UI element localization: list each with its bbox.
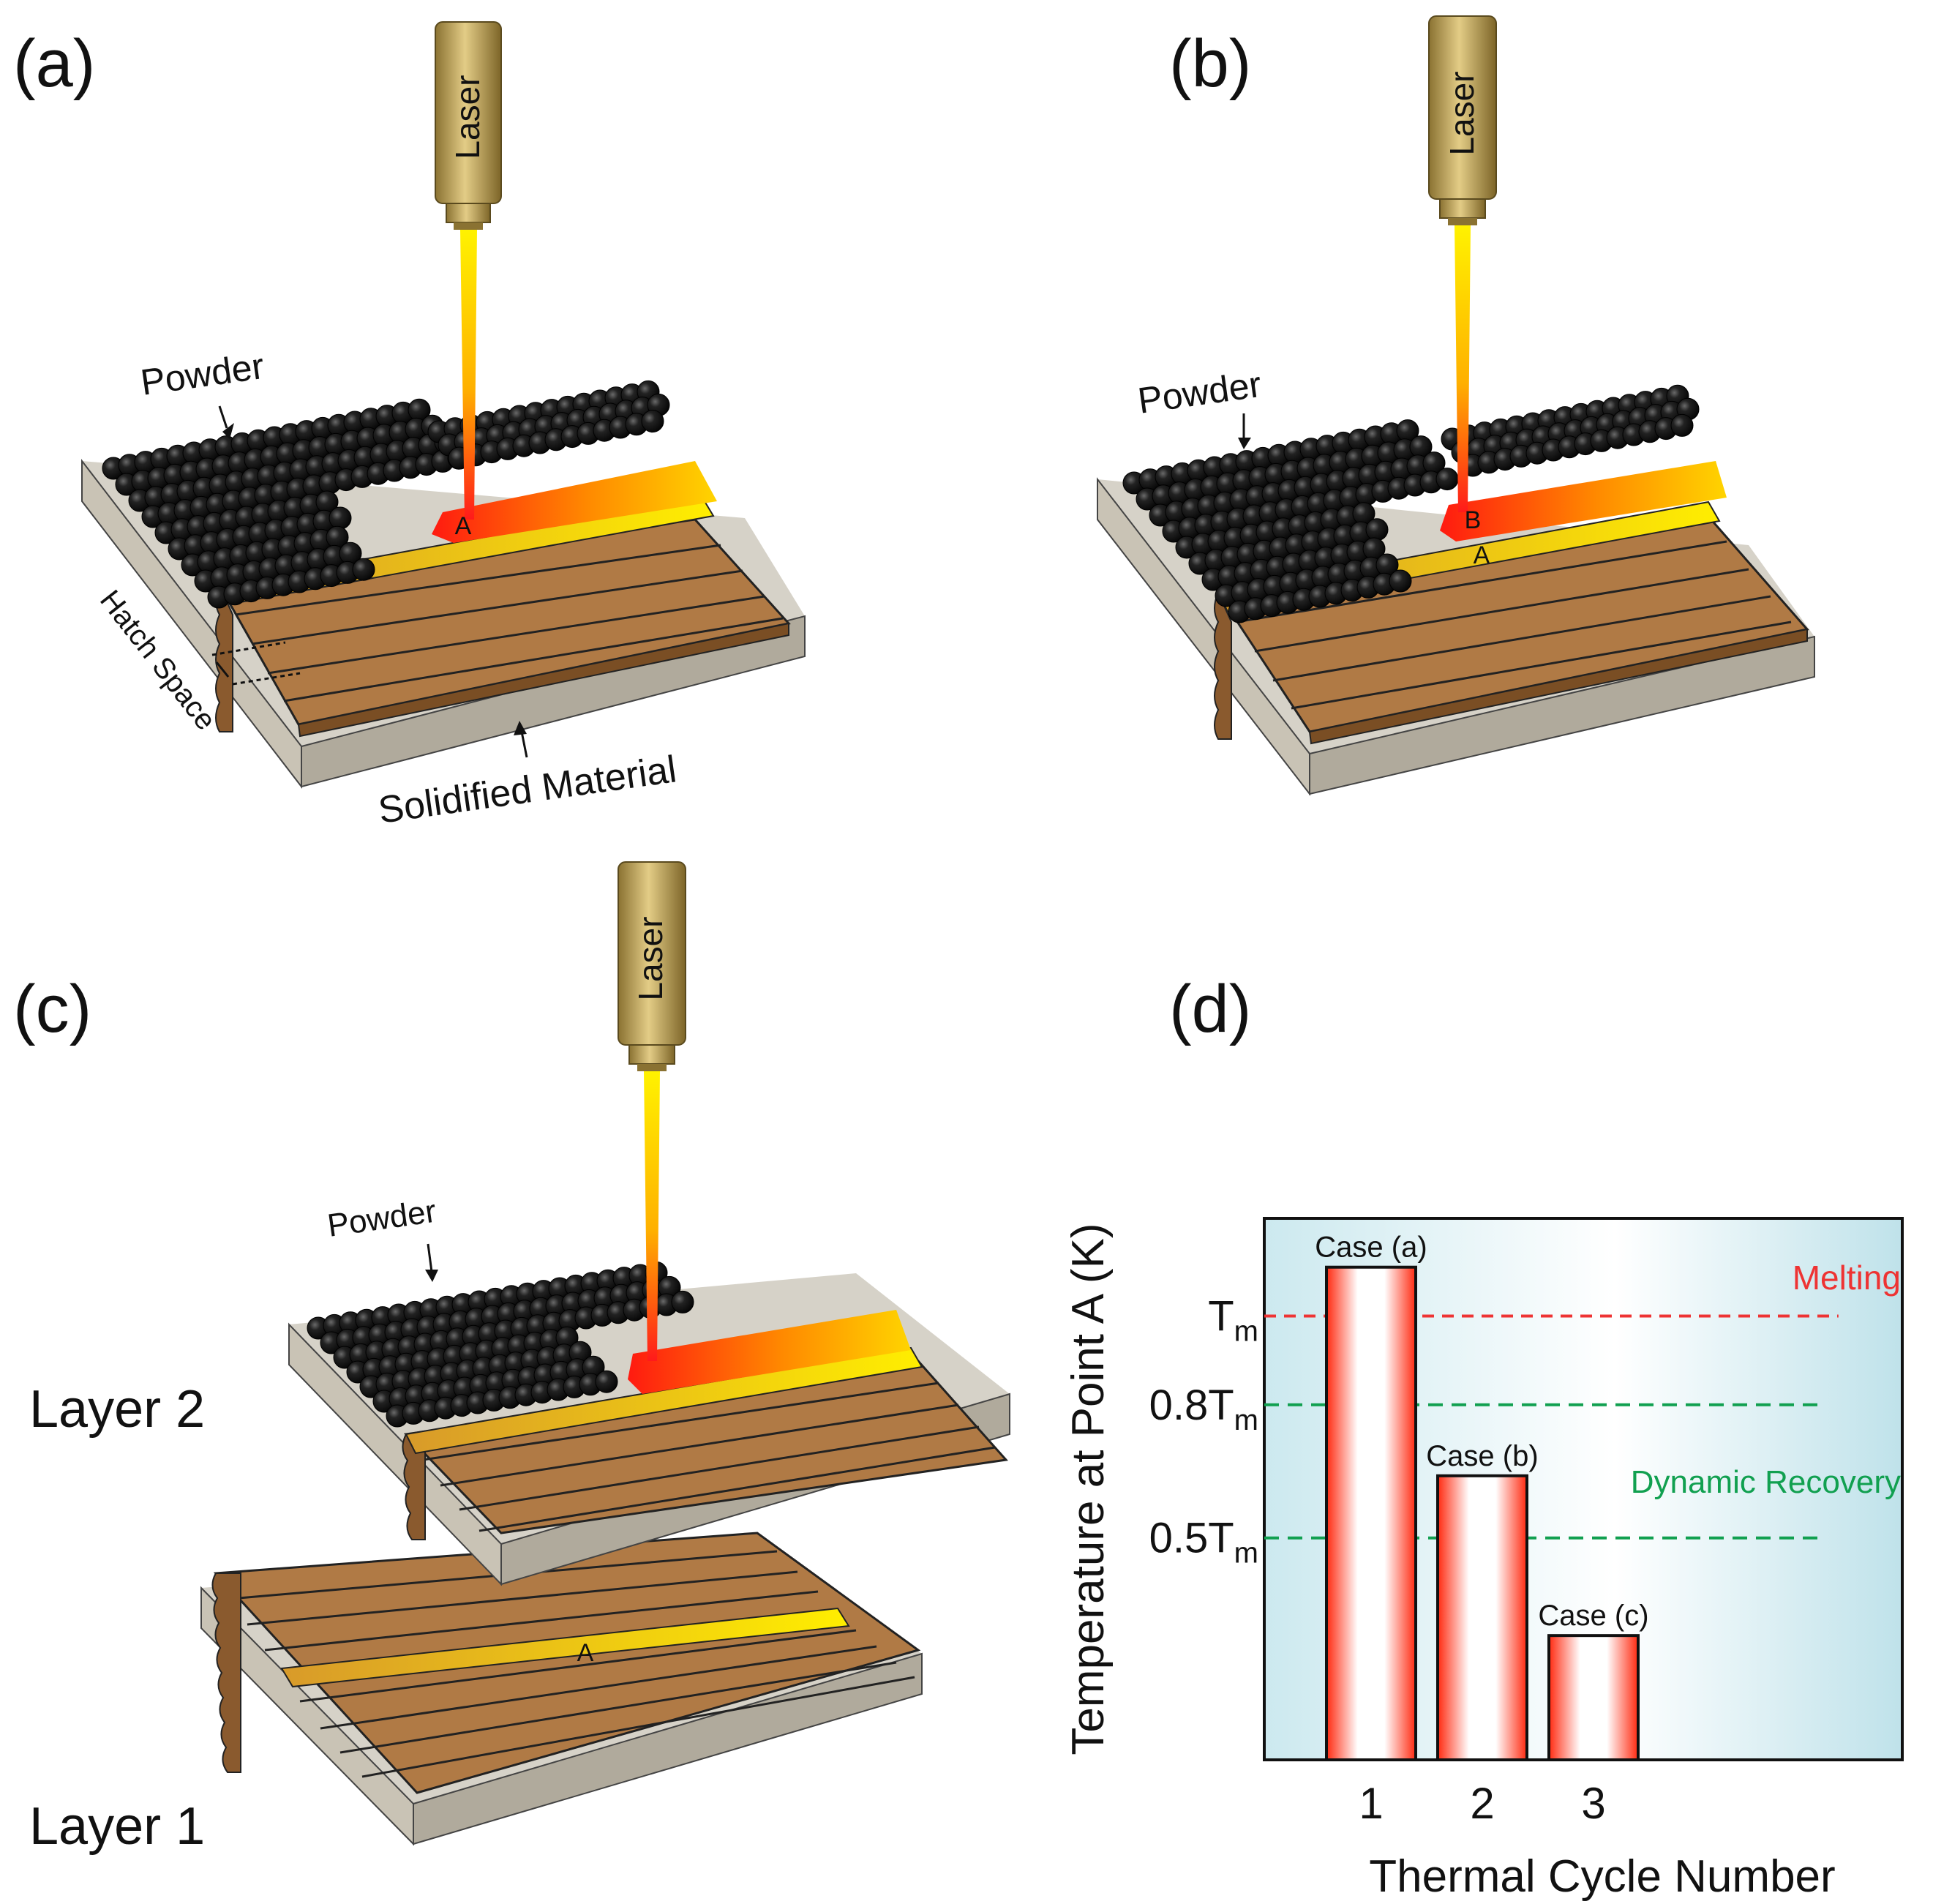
powder-particle — [1435, 468, 1459, 491]
laser-head: Laser — [435, 21, 502, 230]
x-tick-3: 3 — [1581, 1779, 1605, 1828]
powder-particle — [595, 1370, 618, 1393]
bars — [1325, 1265, 1640, 1761]
dynamic-recovery-annotation: Dynamic Recovery — [1631, 1464, 1901, 1500]
x-tick-1: 1 — [1359, 1779, 1383, 1828]
melting-annotation: Melting — [1793, 1259, 1901, 1297]
laser-head: Laser — [1428, 15, 1497, 225]
powder-label: Powder — [1136, 364, 1264, 421]
panel-label-a: (a) — [13, 26, 95, 101]
laser-beam — [1455, 225, 1471, 512]
panel-d-chart: Case (a) Case (b) Case (c) Tm 0.8Tm 0.5Tm 1 2… — [1063, 1217, 1904, 1902]
melt-pool — [1440, 461, 1727, 541]
panel-b: Laser B A Powder — [1097, 15, 1815, 796]
panel-c: A Laser Powder Layer 2 Layer 1 — [29, 861, 1010, 1856]
laser-label: Laser — [1443, 71, 1481, 155]
bar-label-2: Case (b) — [1426, 1440, 1538, 1472]
layer-1-label: Layer 1 — [29, 1797, 205, 1856]
powder-particle — [671, 1290, 694, 1313]
powder-particle — [1365, 518, 1389, 541]
laser-beam — [460, 230, 477, 520]
bar-3 — [1547, 1634, 1640, 1761]
point-a-label: A — [455, 512, 472, 540]
laser-beam — [644, 1071, 660, 1361]
bar-labels: Case (a) Case (b) Case (c) — [1315, 1232, 1648, 1632]
layer-1: A — [200, 1532, 923, 1846]
reference-lines — [1264, 1314, 1839, 1540]
x-axis-label: Thermal Cycle Number — [1369, 1851, 1835, 1902]
point-a-label: A — [577, 1639, 594, 1667]
y-axis-label: Temperature at Point A (K) — [1063, 1223, 1114, 1755]
y-tick-labels: Tm 0.8Tm 0.5Tm — [1149, 1292, 1258, 1569]
melt-pool — [628, 1310, 911, 1394]
powder-particle — [1389, 569, 1412, 593]
powder-particle — [329, 506, 352, 530]
y-tick-2: 0.8Tm — [1149, 1382, 1258, 1436]
solidified-material-label: Solidified Material — [376, 748, 679, 832]
panel-a: Laser A Powder Hatch Space Solidified Ma… — [81, 21, 806, 832]
layer-2-label: Layer 2 — [29, 1380, 205, 1439]
x-tick-2: 2 — [1470, 1779, 1494, 1828]
powder-particle — [641, 410, 664, 433]
y-tick-1: Tm — [1208, 1292, 1258, 1347]
laser-head: Laser — [618, 861, 686, 1071]
laser-label: Laser — [448, 75, 487, 159]
powder-bed — [102, 380, 670, 609]
solidified-tracks — [1214, 511, 1809, 745]
powder-label: Powder — [138, 345, 267, 403]
powder-particle — [352, 558, 375, 581]
powder-particle — [1670, 413, 1694, 437]
x-tick-labels: 1 2 3 — [1359, 1779, 1605, 1828]
bar-2 — [1436, 1474, 1528, 1761]
point-a-label: A — [1474, 541, 1490, 569]
powder-label: Powder — [326, 1193, 439, 1244]
layer-2 — [288, 1261, 1010, 1586]
panel-label-b: (b) — [1169, 26, 1251, 101]
bar-1 — [1325, 1265, 1417, 1761]
powder-bed — [1122, 384, 1700, 623]
y-tick-3: 0.5Tm — [1149, 1515, 1258, 1570]
bar-label-1: Case (a) — [1315, 1232, 1427, 1264]
track-point-a — [280, 1607, 850, 1688]
powder-bed — [307, 1261, 694, 1428]
melt-pool — [432, 461, 717, 543]
panel-label-c: (c) — [13, 972, 91, 1046]
panel-label-d: (d) — [1169, 972, 1251, 1046]
laser-label: Laser — [631, 916, 669, 1000]
point-b-label: B — [1465, 506, 1482, 534]
bar-label-3: Case (c) — [1538, 1600, 1648, 1632]
